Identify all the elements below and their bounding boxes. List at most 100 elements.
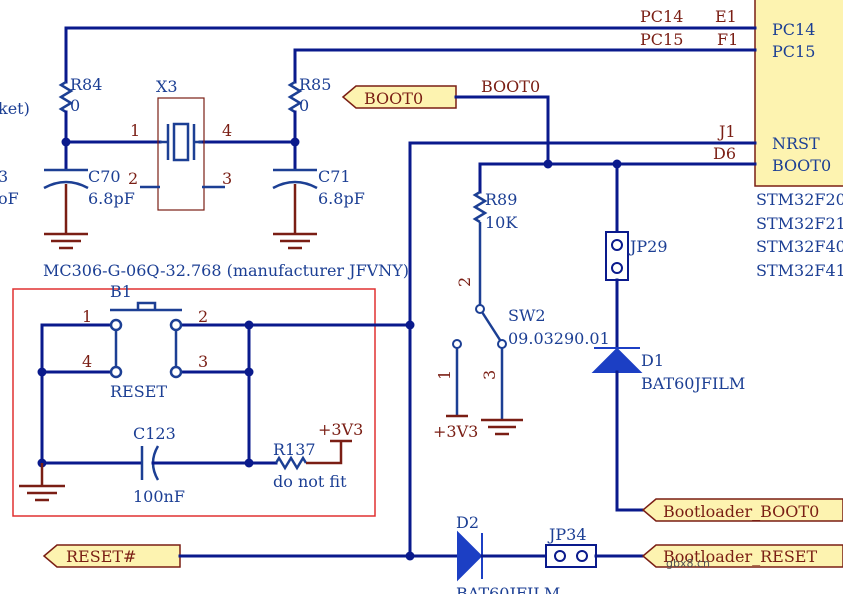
r89-value: 10K xyxy=(485,213,518,232)
sw2-pin1: 1 xyxy=(435,370,454,380)
bootloader-reset-port xyxy=(641,544,843,568)
ground-symbol-c70 xyxy=(44,232,88,250)
r85-ref: R85 xyxy=(299,75,331,94)
ground-symbol-sw2 xyxy=(481,418,523,436)
junction-reset-left-top xyxy=(37,367,47,377)
boot0-flag-label: BOOT0 xyxy=(364,89,423,108)
r84-ref: R84 xyxy=(70,75,102,94)
b1-pin3: 3 xyxy=(198,352,208,371)
wire-r89-top xyxy=(478,162,550,194)
d2-part: BAT60JFILM xyxy=(456,584,560,594)
d2-ref: D2 xyxy=(456,513,479,532)
r89-ref: R89 xyxy=(485,190,517,209)
c71-plate-bottom xyxy=(272,180,318,190)
c123-ref: C123 xyxy=(133,424,176,443)
c70-ref: C70 xyxy=(88,167,121,186)
sw2-part: 09.03290.01 xyxy=(508,329,610,348)
jp29-pin-top xyxy=(611,239,623,251)
c71-value: 6.8pF xyxy=(318,189,365,208)
x3-ref: X3 xyxy=(156,77,178,96)
c70-value: 6.8pF xyxy=(88,189,135,208)
mcu-pin-num-d6: D6 xyxy=(713,144,736,163)
bootloader-boot0-port xyxy=(641,498,843,522)
junction-reset-bottom xyxy=(405,551,415,561)
mcu-pin-num-f1: F1 xyxy=(717,30,738,49)
jp29-pin-bottom xyxy=(611,262,623,274)
b1-contact-4 xyxy=(109,365,123,379)
x3-outline-box xyxy=(157,97,205,211)
left-cut-text-a: ket) xyxy=(0,99,30,118)
sw2-pin3: 3 xyxy=(480,370,499,380)
junction-r84-xtal xyxy=(61,137,71,147)
net-label-pc15: PC15 xyxy=(640,30,683,49)
net-label-pc14: PC14 xyxy=(640,7,683,26)
junction-reset-right-top xyxy=(244,320,254,330)
ground-symbol-c71 xyxy=(273,232,317,250)
r84-resistor-symbol xyxy=(58,80,74,114)
b1-label: RESET xyxy=(110,382,167,401)
b1-contact-2 xyxy=(169,318,183,332)
sw2-supply-label: +3V3 xyxy=(433,422,478,441)
r137-supply-label: +3V3 xyxy=(318,420,363,439)
c70-plate-bottom xyxy=(43,180,89,190)
mcu-part-name-4: STM32F41 xyxy=(756,261,843,280)
mcu-part-name-3: STM32F40 xyxy=(756,237,843,256)
b1-pin4: 4 xyxy=(82,352,92,371)
r85-resistor-symbol xyxy=(287,80,303,114)
x3-pin3: 3 xyxy=(222,169,232,188)
junction-r85-xtal xyxy=(290,137,300,147)
r137-resistor-symbol xyxy=(274,455,308,471)
left-cut-text-c: oF xyxy=(0,189,19,208)
wire-pc15 xyxy=(293,48,757,84)
junction-boot0-d1 xyxy=(612,159,622,169)
wire-nrst xyxy=(408,141,757,558)
reset-circuit-box xyxy=(12,288,376,517)
junction-c123-right xyxy=(244,458,254,468)
x3-crystal-body xyxy=(172,122,190,162)
wire-pc14 xyxy=(64,26,757,84)
r84-value: 0 xyxy=(70,96,80,115)
r89-resistor-symbol xyxy=(472,190,488,224)
sw2-pin2: 2 xyxy=(455,277,474,287)
d1-part: BAT60JFILM xyxy=(641,374,745,393)
mcu-pin-name-nrst: NRST xyxy=(772,134,820,153)
mcu-pin-num-e1: E1 xyxy=(715,7,737,26)
junction-reset-right-mid xyxy=(244,367,254,377)
x3-part: MC306-G-06Q-32.768 (manufacturer JFVNY) xyxy=(43,261,409,280)
bootloader-reset-label: Bootloader_RESET xyxy=(663,547,817,566)
left-cut-text-b: 3 xyxy=(0,167,8,186)
reset-flag-label: RESET# xyxy=(66,547,136,566)
wire-d1-bootloader xyxy=(615,370,645,512)
mcu-body xyxy=(754,0,843,187)
c123-value: 100nF xyxy=(133,487,185,506)
mcu-pin-name-pc15: PC15 xyxy=(772,42,815,61)
c71-ref: C71 xyxy=(318,167,351,186)
sw2-pin3-contact xyxy=(497,339,507,349)
x3-pin2: 2 xyxy=(128,169,138,188)
r137-value: do not fit xyxy=(273,472,347,491)
b1-pin1: 1 xyxy=(82,307,92,326)
mcu-pin-name-boot0: BOOT0 xyxy=(772,156,831,175)
d1-ref: D1 xyxy=(641,351,664,370)
d1-diode-symbol xyxy=(591,347,643,373)
wire-r137-supply xyxy=(306,441,343,465)
jp34-ref: JP34 xyxy=(547,525,587,544)
b1-pin2: 2 xyxy=(198,307,208,326)
jp29-ref: JP29 xyxy=(628,237,668,256)
x3-pin4: 4 xyxy=(222,121,232,140)
wire-reset-left xyxy=(40,323,114,465)
sw2-pin2-contact xyxy=(475,304,485,314)
wire-boot0 xyxy=(454,95,757,166)
sw2-pin1-contact xyxy=(452,339,462,349)
mcu-pin-name-pc14: PC14 xyxy=(772,20,815,39)
b1-actuator-knob xyxy=(136,301,157,310)
sw2-lever xyxy=(480,311,502,341)
ground-symbol-reset xyxy=(19,484,65,502)
b1-ref: B1 xyxy=(110,282,132,301)
jp34-jumper xyxy=(545,544,597,568)
b1-contact-3 xyxy=(169,365,183,379)
sw2-ref: SW2 xyxy=(508,306,546,325)
mcu-pin-num-j1: J1 xyxy=(717,122,736,141)
x3-pin1: 1 xyxy=(130,121,140,140)
r85-value: 0 xyxy=(299,96,309,115)
